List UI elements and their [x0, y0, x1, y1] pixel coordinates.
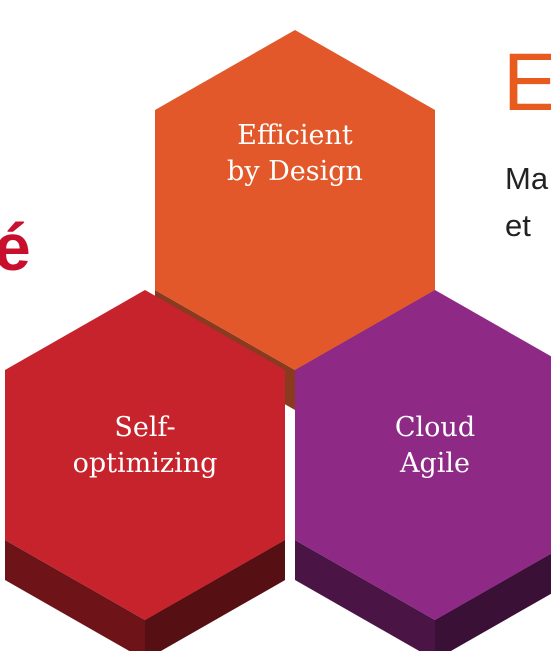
hexagon-self-label-line-1: Self- — [114, 412, 176, 443]
hexagon-cloud-label: Cloud Agile — [340, 410, 530, 482]
hexagon-cloud — [295, 290, 551, 651]
hexagon-cloud-face — [295, 290, 551, 620]
hexagon-self-label: Self- optimizing — [46, 410, 244, 482]
hexagon-self-side-shade — [145, 540, 285, 651]
hexagon-cloud-side-shade — [435, 553, 551, 651]
hexagon-cloud-label-line-2: Agile — [399, 448, 471, 479]
hexagon-self — [5, 290, 285, 651]
hexagon-self-label-line-2: optimizing — [72, 448, 218, 479]
hexagon-efficient-label: Efficient by Design — [196, 118, 394, 190]
cut-off-accent-letter: é — [0, 210, 31, 284]
hexagon-self-face — [5, 290, 285, 620]
cut-off-body-line-2: et — [505, 208, 531, 243]
hexagon-efficient-label-line-2: by Design — [227, 156, 363, 187]
hexagon-efficient-face — [155, 30, 435, 370]
hexagon-efficient-label-line-1: Efficient — [237, 120, 353, 151]
cut-off-body-line-1: Ma — [505, 161, 549, 196]
cut-off-heading: E — [503, 37, 551, 128]
hexagon-cloud-label-line-1: Cloud — [394, 412, 476, 443]
